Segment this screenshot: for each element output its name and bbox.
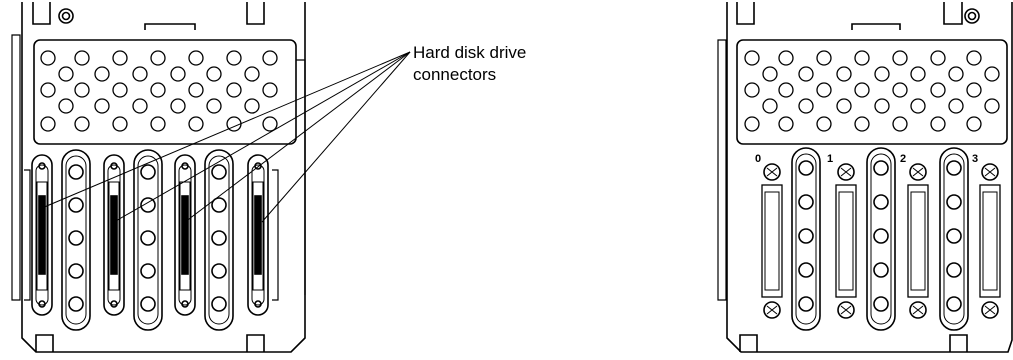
left-vent-holes [40, 50, 278, 132]
bay-2-bottom-screw-icon [909, 301, 927, 319]
bay-0-bottom-screw-icon [763, 301, 781, 319]
bay-label-1: 1 [827, 153, 833, 165]
left-connector-3 [247, 154, 269, 316]
right-vent-holes [744, 50, 1000, 132]
left-top-tab-2 [246, 2, 265, 25]
right-top-notch [851, 23, 901, 30]
left-connector-1 [103, 154, 125, 316]
left-top-notch [144, 23, 196, 30]
callout-label-line-2: connectors [413, 65, 496, 84]
right-bottom-tab-1 [739, 334, 758, 352]
left-side-rail-right [296, 59, 306, 295]
left-bottom-tab-2 [246, 334, 265, 352]
right-standoff-0 [791, 147, 821, 331]
bay-3-top-screw-icon [981, 163, 999, 181]
left-vent-panel [33, 39, 297, 145]
right-standoff-2 [939, 147, 969, 331]
right-backplane [717, 2, 1013, 353]
left-top-screw-icon [58, 8, 74, 24]
bay-0-top-screw-icon [763, 163, 781, 181]
left-standoff-2 [204, 149, 234, 331]
left-standoff-0 [61, 149, 91, 331]
right-standoff-1 [866, 147, 896, 331]
bay-1-bottom-screw-icon [837, 301, 855, 319]
left-top-tab-1 [32, 2, 51, 25]
right-top-tab-1 [736, 2, 755, 25]
right-drive-connector-3 [979, 163, 1001, 319]
right-board-outline [726, 2, 1013, 353]
bay-label-0: 0 [755, 153, 761, 165]
right-drive-connector-0 [761, 163, 783, 319]
left-backplane [11, 2, 306, 353]
callout-label-line-1: Hard disk drive [413, 43, 526, 62]
bay-2-top-screw-icon [909, 163, 927, 181]
right-drive-connector-2 [907, 163, 929, 319]
bay-label-2: 2 [900, 153, 906, 165]
right-drive-connector-1 [835, 163, 857, 319]
bay-1-top-screw-icon [837, 163, 855, 181]
right-vent-panel [736, 39, 1008, 145]
callout-leader-lines [41, 51, 411, 223]
left-connector-2 [174, 154, 196, 316]
left-side-rail [11, 34, 21, 301]
right-top-tab-2 [943, 2, 963, 25]
right-bottom-tab-2 [949, 334, 968, 352]
right-top-screw-icon [964, 8, 980, 24]
bay-label-3: 3 [972, 153, 978, 165]
bay-3-bottom-screw-icon [981, 301, 999, 319]
left-bottom-tab-1 [35, 334, 54, 352]
left-connector-0 [31, 154, 53, 316]
left-standoff-1 [133, 149, 163, 331]
right-side-rail [717, 39, 727, 301]
